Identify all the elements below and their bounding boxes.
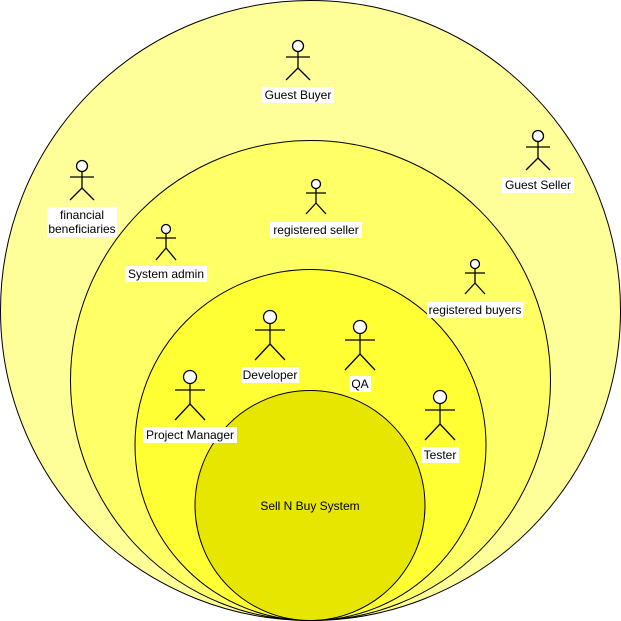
stick-figure-icon xyxy=(174,369,206,421)
guest-seller-label-bg xyxy=(502,177,574,193)
qa-label-bg xyxy=(349,376,371,392)
tester-actor xyxy=(424,389,456,441)
guest-buyer-label-bg xyxy=(262,87,334,103)
financial-beneficiaries-label-line2: beneficiaries xyxy=(48,222,115,236)
registered-buyers-label: registered buyers xyxy=(429,303,522,317)
registered-buyers-label-bg xyxy=(427,302,523,318)
system-admin-label-bg xyxy=(125,266,207,282)
registered-buyers-actor xyxy=(464,258,486,295)
developer-actor xyxy=(254,309,286,361)
stick-figure-icon xyxy=(69,159,95,201)
stick-figure-icon xyxy=(305,178,327,215)
stick-figure-icon xyxy=(155,223,177,261)
project-manager-label-bg xyxy=(143,427,237,443)
financial-beneficiaries-label-line1: financial xyxy=(60,208,104,222)
stick-figure-icon xyxy=(464,258,486,295)
tester-label: Tester xyxy=(424,448,457,462)
stick-figure-icon xyxy=(344,319,376,371)
core-system-label: Sell N Buy System xyxy=(260,499,359,513)
project-manager-label: Project Manager xyxy=(146,428,234,442)
registered-seller-actor xyxy=(305,178,327,215)
tester-label-bg xyxy=(421,447,459,463)
system-admin-actor xyxy=(155,223,177,261)
qa-actor xyxy=(344,319,376,371)
guest-buyer-label: Guest Buyer xyxy=(265,88,332,102)
project-manager-actor xyxy=(174,369,206,421)
financial-beneficiaries-actor xyxy=(69,159,95,201)
developer-label: Developer xyxy=(243,368,298,382)
registered-seller-label-bg xyxy=(270,222,362,238)
stick-figure-icon xyxy=(285,39,311,81)
guest-buyer-actor xyxy=(285,39,311,81)
stick-figure-icon xyxy=(254,309,286,361)
developer-label-bg xyxy=(241,367,299,383)
stick-figure-icon xyxy=(525,129,551,171)
qa-label: QA xyxy=(351,377,368,391)
registered-seller-label: registered seller xyxy=(273,223,358,237)
system-admin-label: System admin xyxy=(128,267,204,281)
stick-figure-icon xyxy=(424,389,456,441)
financial-beneficiaries-label-bg xyxy=(47,207,117,237)
guest-seller-actor xyxy=(525,129,551,171)
guest-seller-label: Guest Seller xyxy=(505,178,571,192)
